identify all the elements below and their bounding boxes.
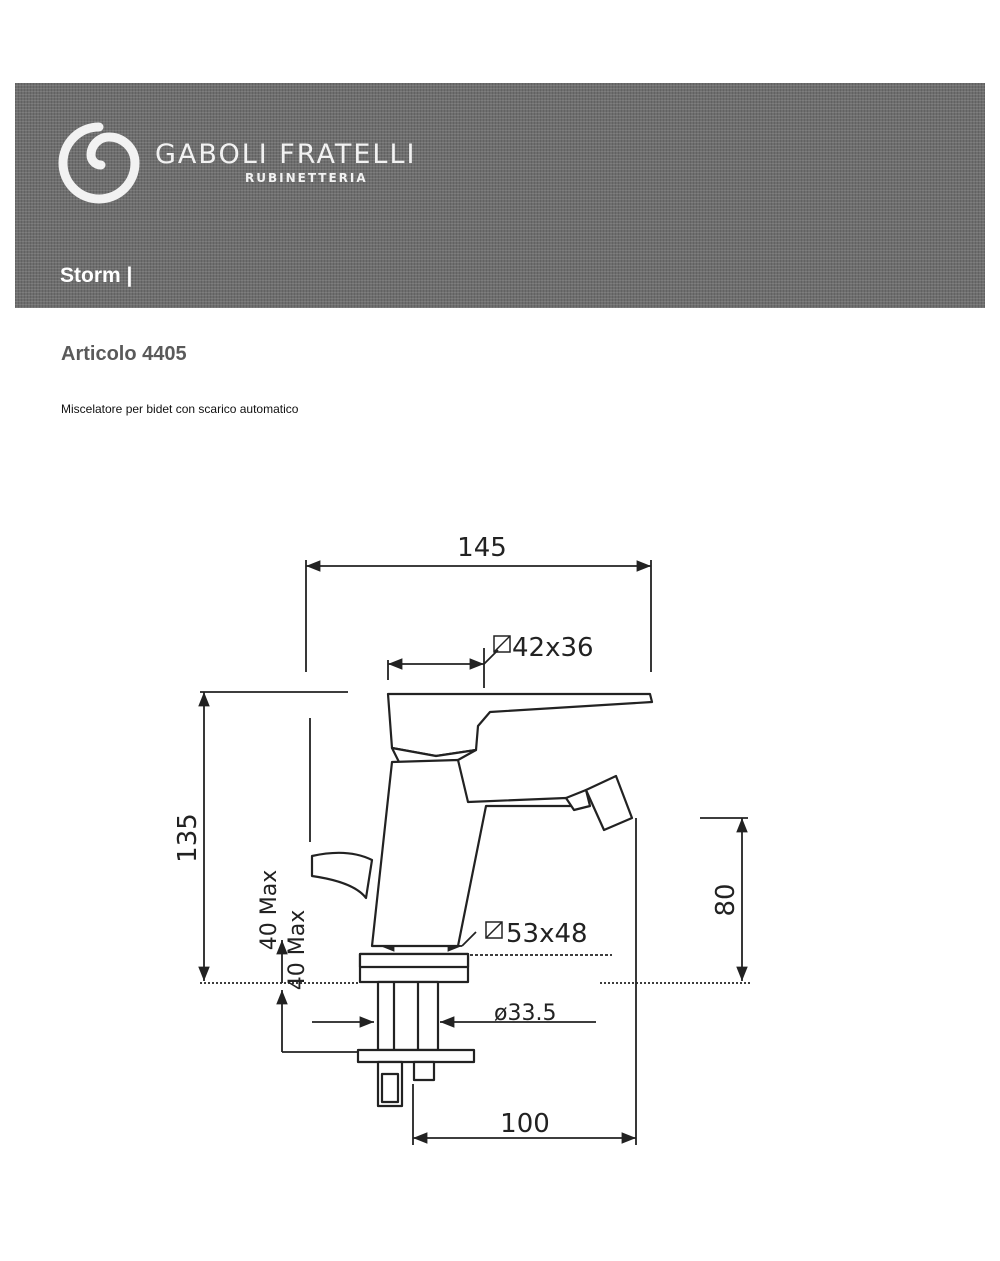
dim-total-height: 135 xyxy=(173,813,203,863)
spiral-logo-icon xyxy=(58,122,140,204)
dim-total-width: 145 xyxy=(457,533,507,563)
article-title: Articolo 4405 xyxy=(61,343,187,365)
dim-max-top: 40 Max xyxy=(257,870,282,950)
rect-symbol-icon xyxy=(485,921,503,939)
dim-spout-height: 80 xyxy=(711,883,741,916)
dim-max-bottom: 40 Max xyxy=(285,910,310,990)
article-description: Miscelatore per bidet con scarico automa… xyxy=(61,402,299,416)
header-banner: GABOLI FRATELLI RUBINETTERIA Storm | xyxy=(15,83,985,308)
dim-base-size: 53x48 xyxy=(506,919,588,949)
brand-name: GABOLI FRATELLI xyxy=(155,139,417,170)
rect-symbol-slash xyxy=(485,921,503,939)
dim-lever-size: 42x36 xyxy=(512,633,594,663)
collection-name: Storm | xyxy=(60,264,133,287)
brand-subtitle: RUBINETTERIA xyxy=(245,171,368,185)
rect-symbol-icon xyxy=(493,635,511,653)
dim-shank-diameter: ø33.5 xyxy=(494,1001,556,1026)
dim-reach: 100 xyxy=(500,1109,550,1139)
